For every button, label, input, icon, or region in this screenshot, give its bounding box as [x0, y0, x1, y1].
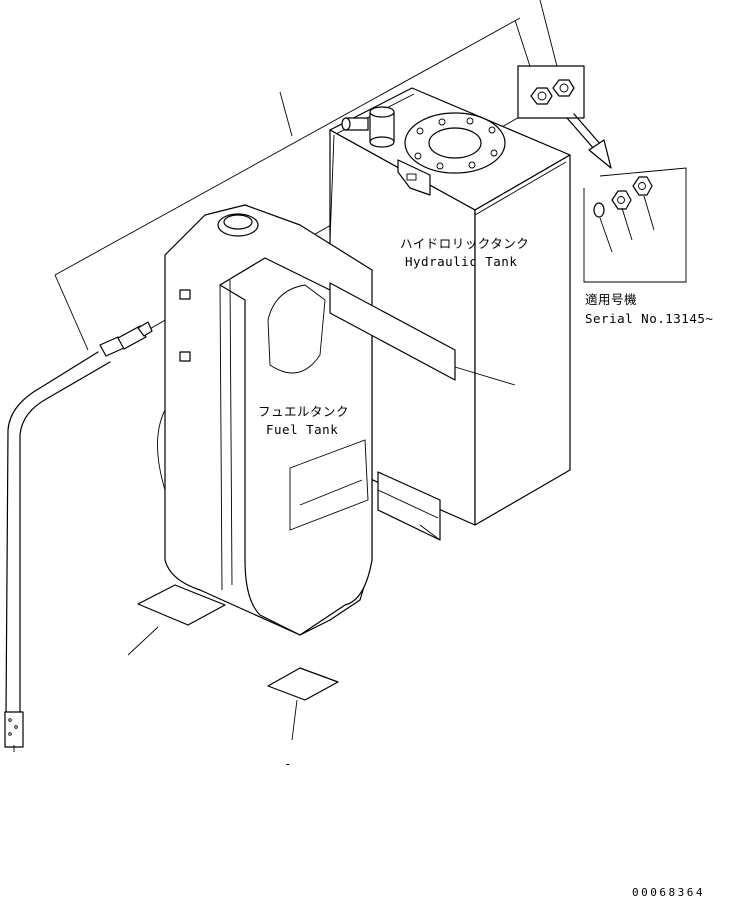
flange-bolts [414, 117, 498, 170]
fuel-tank-label-jp: フュエルタンク [258, 404, 349, 419]
serial-label-jp: 適用号機 [585, 292, 637, 307]
rubber-pads [127, 584, 339, 741]
detail-box [583, 167, 687, 283]
drawing-code: 00068364 [632, 886, 705, 899]
hydraulic-tank-label-jp: ハイドロリックタンク [400, 236, 529, 251]
nut-group-top [517, 65, 585, 119]
fuel-hose [4, 321, 153, 752]
serial-label-en: Serial No.13145~ [585, 311, 713, 326]
detail-arrow [566, 113, 612, 169]
fuel-tank [157, 204, 373, 636]
strap-band [329, 282, 516, 386]
bottom-dash: - [284, 756, 292, 771]
fuel-tank-label-en: Fuel Tank [266, 422, 338, 437]
hydraulic-tank-label-en: Hydraulic Tank [405, 254, 517, 269]
